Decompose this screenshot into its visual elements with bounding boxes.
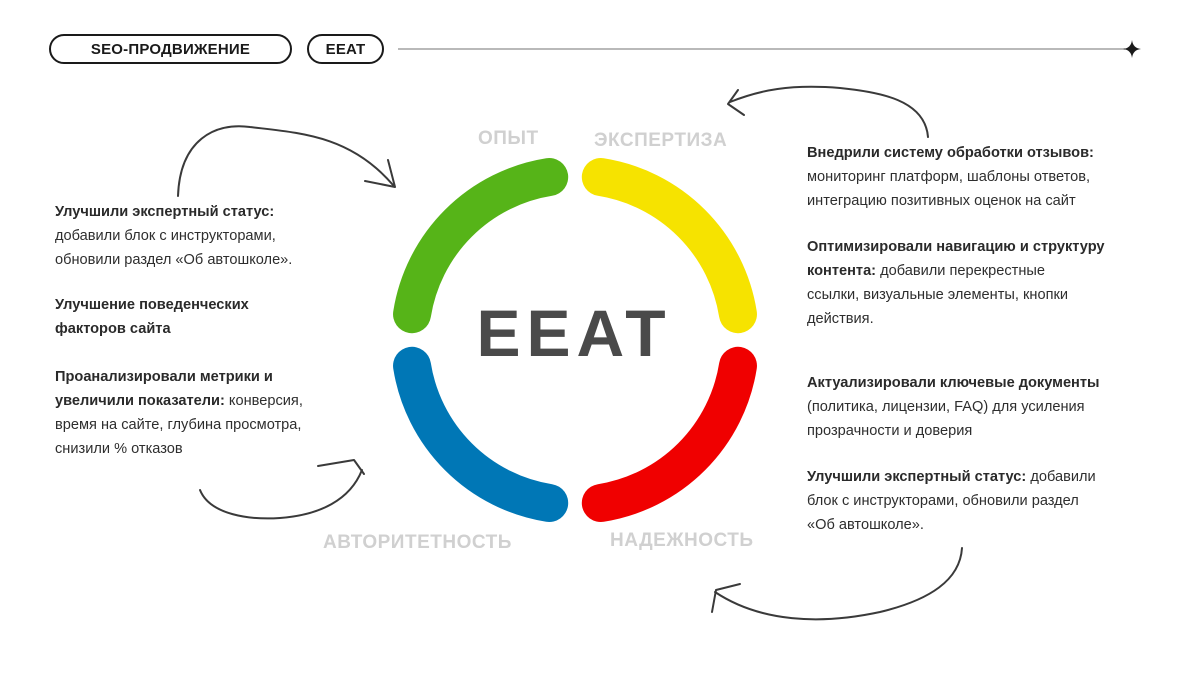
left-b3-line1: Проанализировали метрики и: [55, 369, 273, 385]
tag-eeat: EEAT: [307, 34, 384, 64]
right-b2-line3: ссылки, визуальные элементы, кнопки: [807, 287, 1069, 303]
tag-seo: SEO-ПРОДВИЖЕНИЕ: [49, 34, 292, 64]
right-b3-line1: Актуализировали ключевые документы: [807, 375, 1100, 391]
right-b2-line1: Оптимизировали навигацию и структуру: [807, 239, 1105, 255]
right-b2-tail: добавили перекрестные: [876, 263, 1046, 279]
label-trust: НАДЕЖНОСТЬ: [610, 530, 754, 551]
eeat-ring-diagram: EEAT: [393, 158, 757, 522]
left-b3-tail: конверсия,: [224, 393, 303, 409]
right-b4-heading: Улучшили экспертный статус:: [807, 469, 1027, 485]
right-b1-line3: интеграцию позитивных оценок на сайт: [807, 193, 1076, 209]
arrow-bottom-left-head-icon: [317, 459, 365, 475]
header-divider: [398, 48, 1125, 50]
segment-experience: [393, 158, 569, 334]
left-block-expert-status: Улучшили экспертный статус: добавили бло…: [55, 200, 292, 272]
right-b4-tail: добавили: [1026, 469, 1096, 485]
right-b2-line4: действия.: [807, 311, 874, 327]
left-b3-line4: снизили % отказов: [55, 441, 183, 457]
arrow-top-right-icon: [729, 85, 929, 138]
center-label: EEAT: [476, 296, 671, 370]
left-block-behavior: Улучшение поведенческих факторов сайта: [55, 293, 249, 341]
left-b2-line2: факторов сайта: [55, 321, 171, 337]
left-block-metrics: Проанализировали метрики и увеличили пок…: [55, 365, 303, 461]
right-block-documents: Актуализировали ключевые документы (поли…: [807, 371, 1099, 443]
right-b4-line3: «Об автошколе».: [807, 517, 924, 533]
left-b1-heading: Улучшили экспертный статус:: [55, 204, 275, 220]
right-b1-heading: Внедрили систему обработки отзывов:: [807, 145, 1094, 161]
right-b3-line2: (политика, лицензии, FAQ) для усиления: [807, 399, 1085, 415]
segment-trust: [581, 346, 757, 522]
label-experience: ОПЫТ: [478, 128, 539, 149]
right-b4-line2: блок с инструкторами, обновили раздел: [807, 493, 1079, 509]
left-b3-line3: время на сайте, глубина просмотра,: [55, 417, 302, 433]
segment-authority: [393, 346, 569, 522]
arrow-bottom-right-head-icon: [711, 583, 741, 613]
label-authority: АВТОРИТЕТНОСТЬ: [323, 532, 512, 553]
left-b3-heading: увеличили показатели:: [55, 393, 225, 409]
arrow-bottom-right-icon: [714, 547, 963, 621]
right-block-navigation: Оптимизировали навигацию и структуру кон…: [807, 235, 1105, 331]
left-b2-line1: Улучшение поведенческих: [55, 297, 249, 313]
arrow-top-left-icon: [177, 125, 394, 197]
segment-expertise: [581, 158, 757, 334]
right-block-reviews: Внедрили систему обработки отзывов: мони…: [807, 141, 1094, 213]
arrow-top-right-head-icon: [727, 89, 745, 116]
right-b3-line3: прозрачности и доверия: [807, 423, 973, 439]
left-b1-line1: добавили блок с инструкторами,: [55, 228, 276, 244]
right-b2-heading: контента:: [807, 263, 877, 279]
arrow-bottom-left-icon: [199, 469, 363, 520]
label-expertise: ЭКСПЕРТИЗА: [594, 130, 728, 151]
left-b1-line2: обновили раздел «Об автошколе».: [55, 252, 293, 268]
right-block-expert-status: Улучшили экспертный статус: добавили бло…: [807, 465, 1096, 537]
right-b1-line2: мониторинг платформ, шаблоны ответов,: [807, 169, 1091, 185]
sparkle-icon: [1123, 40, 1141, 58]
